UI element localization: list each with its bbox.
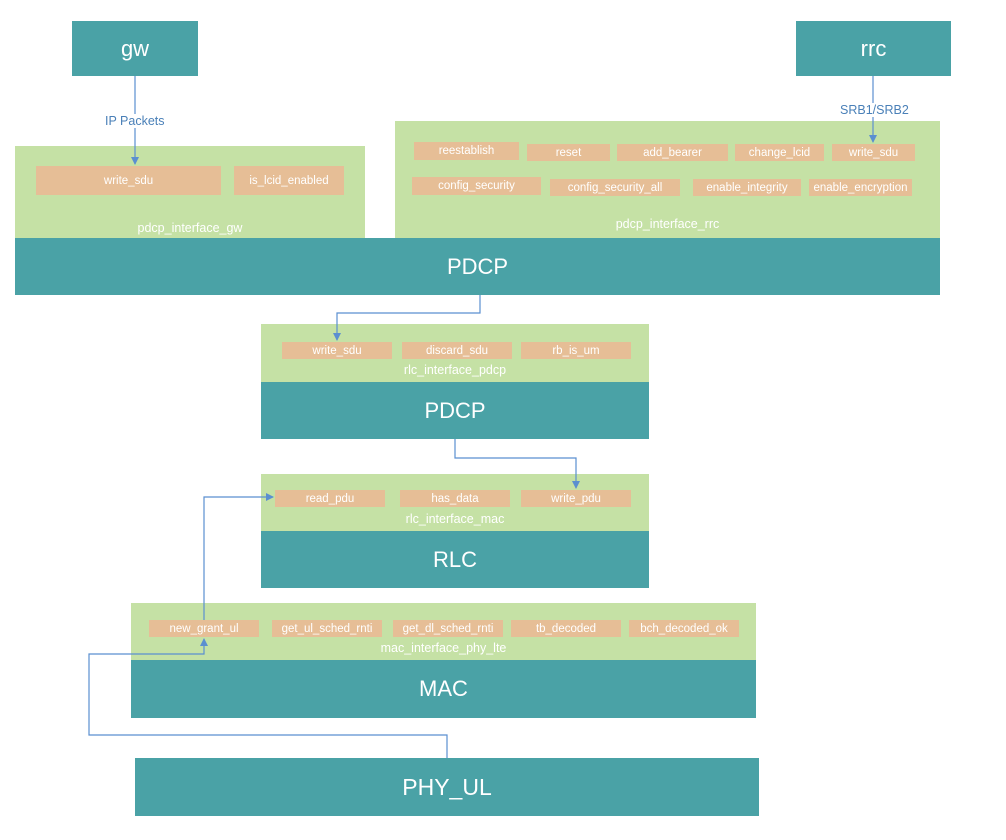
method-get-dl-sched-rnti: get_dl_sched_rnti [393, 620, 503, 637]
method-write-sdu-rlc: write_sdu [282, 342, 392, 359]
mac-interface-phy-lte-label: mac_interface_phy_lte [380, 641, 507, 655]
phy-ul-block: PHY_UL [135, 758, 759, 816]
method-reset: reset [527, 144, 610, 161]
srb-label: SRB1/SRB2 [838, 103, 911, 117]
ip-packets-label: IP Packets [103, 114, 167, 128]
method-change-lcid: change_lcid [735, 144, 824, 161]
mac-block: MAC [131, 660, 756, 718]
method-rb-is-um: rb_is_um [521, 342, 631, 359]
method-config-security: config_security [412, 177, 541, 195]
method-tb-decoded: tb_decoded [511, 620, 621, 637]
rlc-block: RLC [261, 531, 649, 588]
method-config-security-all: config_security_all [550, 179, 680, 196]
method-discard-sdu: discard_sdu [402, 342, 512, 359]
method-reestablish: reestablish [414, 142, 519, 160]
method-write-sdu-gw: write_sdu [36, 166, 221, 195]
method-has-data: has_data [400, 490, 510, 507]
pdcp-top-block: PDCP [15, 238, 940, 295]
rlc-interface-pdcp-label: rlc_interface_pdcp [403, 363, 507, 377]
method-enable-encryption: enable_encryption [809, 179, 912, 196]
gw-block: gw [72, 21, 198, 76]
method-enable-integrity: enable_integrity [693, 179, 801, 196]
method-write-sdu-rrc: write_sdu [832, 144, 915, 161]
method-read-pdu: read_pdu [275, 490, 385, 507]
pdcp-interface-gw-label: pdcp_interface_gw [137, 221, 243, 235]
rlc-interface-mac-label: rlc_interface_mac [405, 512, 505, 526]
method-is-lcid-enabled: is_lcid_enabled [234, 166, 344, 195]
method-get-ul-sched-rnti: get_ul_sched_rnti [272, 620, 382, 637]
method-write-pdu: write_pdu [521, 490, 631, 507]
pdcp-interface-rrc-label: pdcp_interface_rrc [615, 217, 720, 231]
method-add-bearer: add_bearer [617, 144, 728, 161]
method-bch-decoded-ok: bch_decoded_ok [629, 620, 739, 637]
rrc-block: rrc [796, 21, 951, 76]
method-new-grant-ul: new_grant_ul [149, 620, 259, 637]
pdcp-mid-block: PDCP [261, 382, 649, 439]
